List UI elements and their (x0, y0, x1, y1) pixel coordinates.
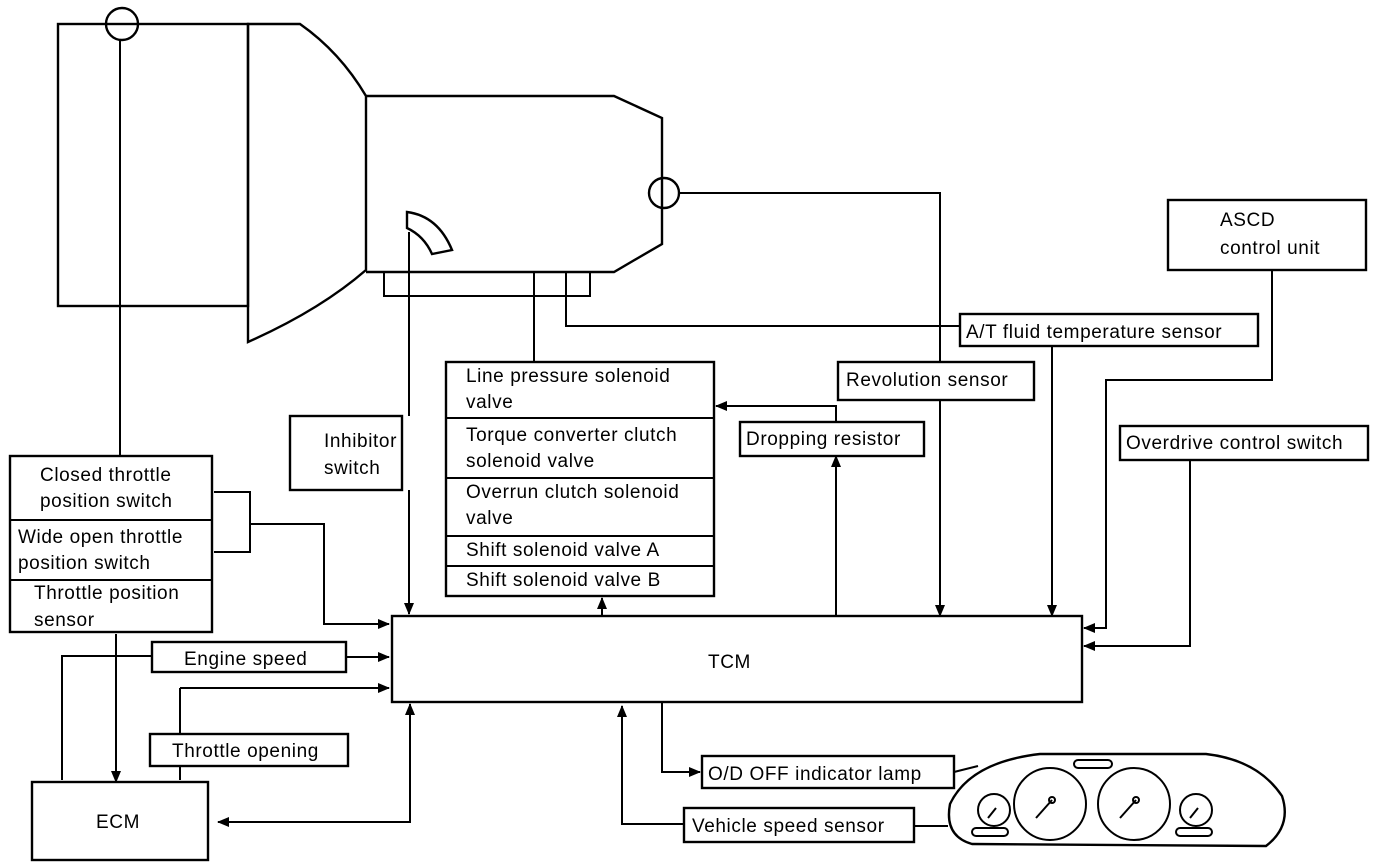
shift-a-label: Shift solenoid valve A (466, 540, 660, 561)
transmission-connector (383, 272, 591, 297)
overdrive-label: Overdrive control switch (1126, 433, 1343, 454)
closed-throttle-label-1: Closed throttle (40, 465, 172, 486)
ascd-label-2: control unit (1220, 238, 1320, 259)
inhibitor-switch-box: Inhibitor switch (288, 414, 404, 492)
engine-speed-box: Engine speed (150, 640, 348, 674)
dropping-label: Dropping resistor (746, 429, 901, 450)
throttle-opening-label: Throttle opening (172, 741, 319, 762)
fluid-temperature-sensor-box: A/T fluid temperature sensor (958, 312, 1260, 348)
ecm-box: ECM (30, 780, 210, 862)
revolution-sensor-box: Revolution sensor (836, 360, 1036, 402)
instrument-cluster-drawing (947, 752, 1286, 848)
inhibitor-label-2: switch (324, 458, 380, 479)
gauge-tachometer (1097, 767, 1171, 841)
line-pressure-label-1: Line pressure solenoid (466, 366, 670, 387)
ascd-control-unit-box: ASCD control unit (1166, 198, 1368, 272)
ecm-label: ECM (96, 812, 140, 833)
inhibitor-label-1: Inhibitor (324, 431, 397, 452)
bell-housing (246, 22, 368, 344)
cluster-outline (947, 752, 1286, 848)
connection-lines (61, 40, 1273, 827)
tcm-label: TCM (708, 652, 751, 673)
od-off-indicator-lamp-box: O/D OFF indicator lamp (700, 754, 956, 790)
revolution-sensor-circle (647, 176, 681, 210)
cluster-bottom-slot-right (1175, 827, 1213, 837)
engine-block (56, 22, 250, 308)
gauge-speedometer (1013, 767, 1087, 841)
fluid-temp-label: A/T fluid temperature sensor (966, 322, 1222, 343)
engine-transmission-drawing (56, 6, 681, 344)
ascd-label-1: ASCD (1220, 210, 1275, 231)
gauge-small-right (1179, 793, 1213, 827)
tcm-box: TCM (390, 614, 1084, 704)
engine-sensor-circle (104, 6, 140, 42)
engine-speed-label: Engine speed (184, 649, 307, 670)
throttle-opening-box: Throttle opening (148, 732, 350, 768)
inhibitor-switch-shape (405, 210, 454, 256)
cluster-top-slot (1073, 759, 1113, 769)
cluster-bottom-slot-left (971, 827, 1009, 837)
revolution-label: Revolution sensor (846, 370, 1008, 391)
dropping-resistor-box: Dropping resistor (738, 420, 926, 458)
overdrive-control-switch-box: Overdrive control switch (1118, 424, 1370, 462)
od-lamp-label: O/D OFF indicator lamp (708, 764, 922, 785)
wide-open-label-1: Wide open throttle (18, 527, 183, 548)
throttle-sensor-label-2: sensor (34, 610, 95, 631)
transmission-case (366, 94, 664, 274)
vehicle-speed-sensor-box: Vehicle speed sensor (682, 806, 916, 844)
overrun-label-1: Overrun clutch solenoid (466, 482, 679, 503)
gauge-small-left (977, 793, 1011, 827)
throttle-sensor-label-1: Throttle position (34, 583, 179, 604)
line-pressure-label-2: valve (466, 392, 513, 413)
torque-converter-label-2: solenoid valve (466, 451, 595, 472)
vehicle-speed-label: Vehicle speed sensor (692, 816, 885, 837)
overrun-label-2: valve (466, 508, 513, 529)
wide-open-label-2: position switch (18, 553, 151, 574)
closed-throttle-label-2: position switch (40, 491, 173, 512)
throttle-switches-block: Closed throttle position switch Wide ope… (8, 454, 214, 634)
torque-converter-label-1: Torque converter clutch (466, 425, 677, 446)
shift-b-label: Shift solenoid valve B (466, 570, 661, 591)
solenoid-valves-block: Line pressure solenoid valve Torque conv… (444, 360, 716, 598)
